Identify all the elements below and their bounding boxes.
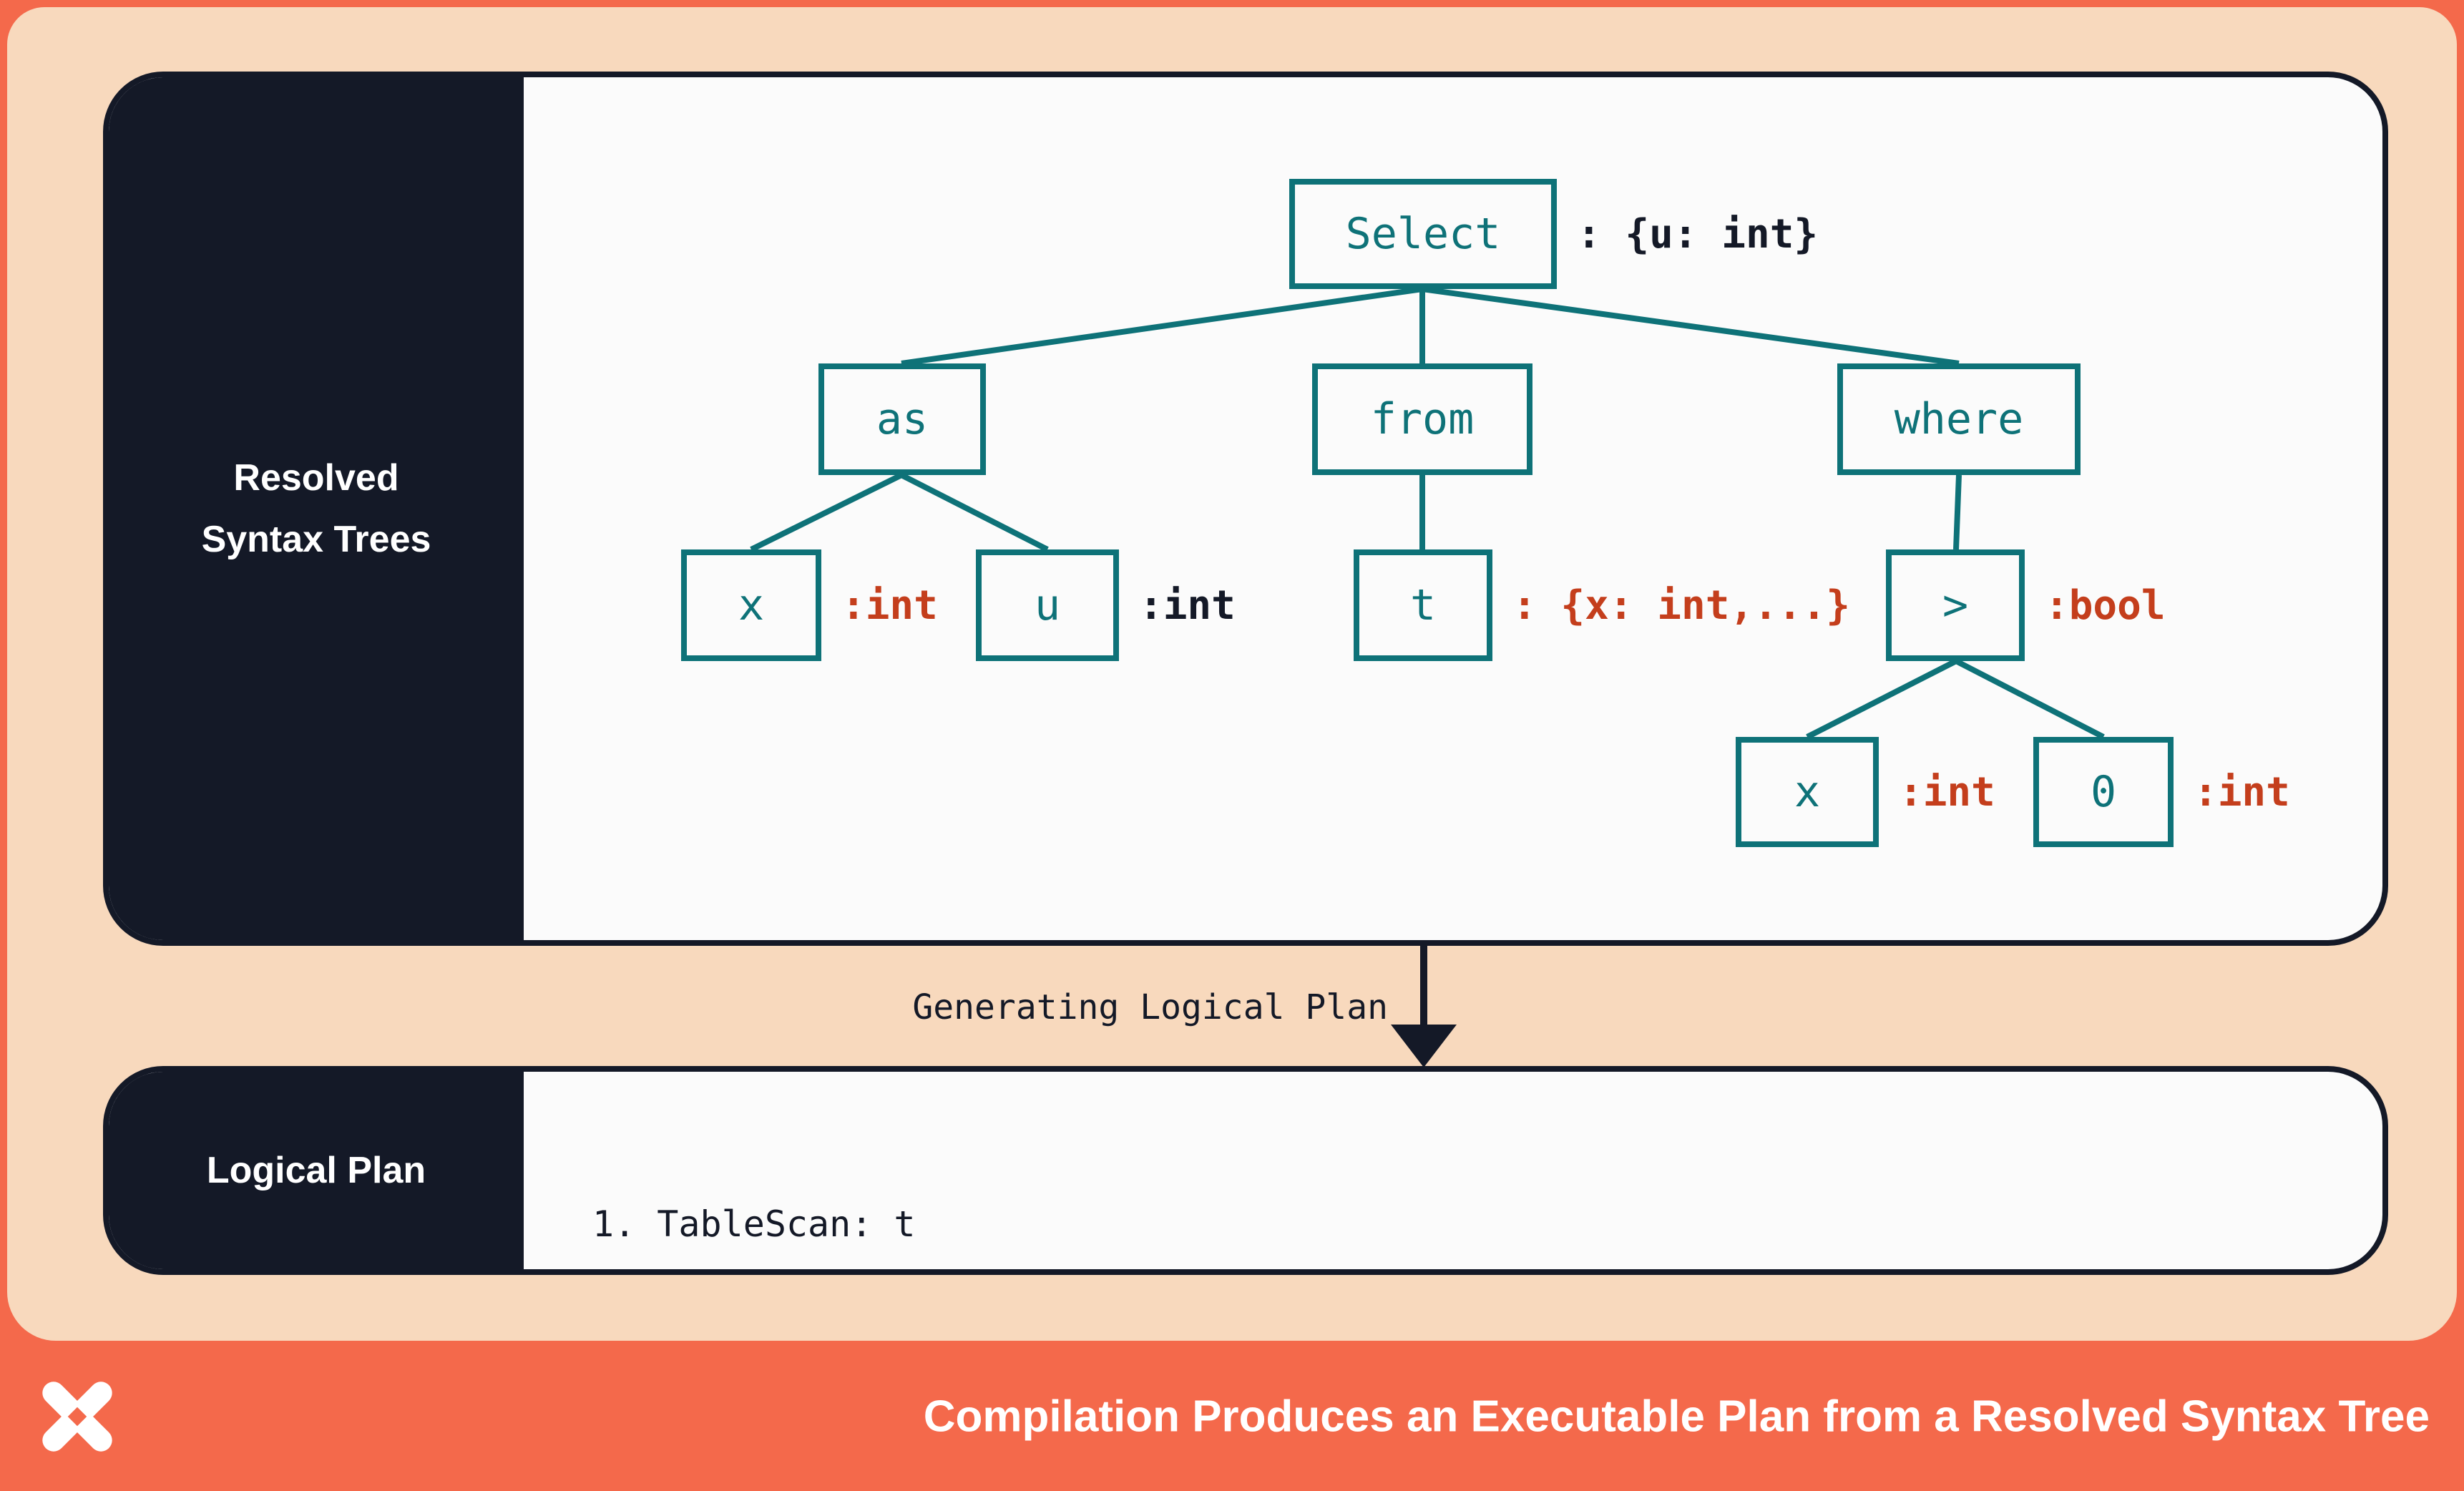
logical-plan-content: 1. TableScan: t 2. Filter: t.x > 0 3. Pr… xyxy=(524,1072,2382,1269)
footer-bar: Compilation Produces an Executable Plan … xyxy=(0,1342,2464,1491)
generating-logical-plan-caption: Generating Logical Plan xyxy=(912,987,1388,1027)
footer-title: Compilation Produces an Executable Plan … xyxy=(923,1392,2430,1442)
resolved-syntax-trees-label-line2: Syntax Trees xyxy=(201,519,431,560)
syntax-tree-canvas xyxy=(524,77,2382,940)
logical-plan-label: Logical Plan xyxy=(206,1150,426,1191)
resolved-syntax-trees-label-line1: Resolved xyxy=(233,457,399,499)
resolved-syntax-trees-sidebar: Resolved Syntax Trees xyxy=(109,77,524,940)
logical-plan-sidebar: Logical Plan xyxy=(109,1072,524,1269)
resolved-syntax-trees-panel: Resolved Syntax Trees xyxy=(103,72,2388,946)
plan-step-1: 1. TableScan: t xyxy=(592,1203,916,1245)
x-star-logo-icon xyxy=(42,1382,112,1452)
logical-plan-panel: Logical Plan 1. TableScan: t 2. Filter: … xyxy=(103,1066,2388,1275)
